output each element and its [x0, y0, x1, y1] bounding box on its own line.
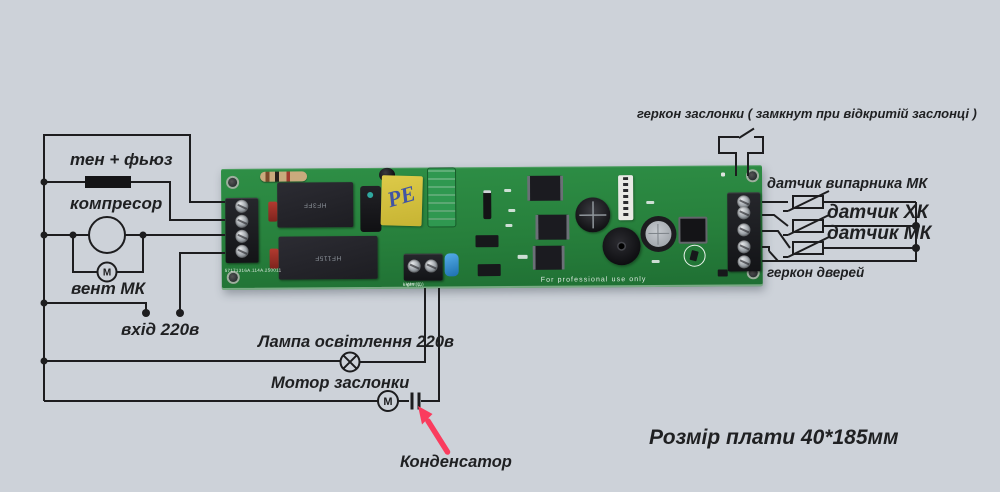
door-reed-label: геркон дверей — [767, 265, 865, 280]
left-power-wiring — [43, 134, 225, 401]
input-220v-label: вхід 220в — [121, 320, 200, 339]
sensor-wiring — [762, 190, 917, 262]
thermistor-symbol-evaporator — [792, 195, 824, 209]
lamp-label: Лампа освітлення 220в — [258, 333, 454, 351]
compressor-symbol — [88, 216, 126, 254]
lamp-symbol — [339, 351, 361, 373]
fuse-symbol — [85, 176, 131, 188]
fan-mk-label: вент МК — [71, 279, 146, 298]
damper-reed-label: геркон заслонки ( замкнут при відкритій … — [637, 106, 977, 121]
heater-fuse-label: тен + фьюз — [70, 150, 173, 169]
damper-motor-letter: M — [383, 396, 392, 408]
fan-motor-symbol — [96, 261, 118, 283]
junction-dots — [40, 178, 920, 365]
capacitor-label: Конденсатор — [400, 453, 512, 471]
damper-motor-label: Мотор заслонки — [271, 374, 410, 392]
door-reed-switch-symbol — [762, 246, 779, 262]
thermistor-symbol-mk — [792, 241, 824, 255]
capacitor-arrow — [418, 406, 451, 455]
thermistor-symbol-xk — [792, 219, 824, 233]
evaporator-sensor-label: датчик випарника МК — [767, 176, 928, 192]
sensor-mk-label: датчик МК — [827, 223, 932, 244]
board-size-label: Розмір плати 40*185мм — [649, 426, 899, 449]
damper-reed-switch-symbol — [718, 127, 764, 176]
motor-letters: M M — [103, 268, 393, 409]
compressor-label: компресор — [70, 194, 163, 213]
fan-motor-letter: M — [103, 268, 111, 279]
lamp-motor-wiring — [44, 288, 440, 412]
capacitor-symbol — [410, 392, 421, 410]
sensor-xk-label: датчик ХК — [827, 202, 929, 223]
